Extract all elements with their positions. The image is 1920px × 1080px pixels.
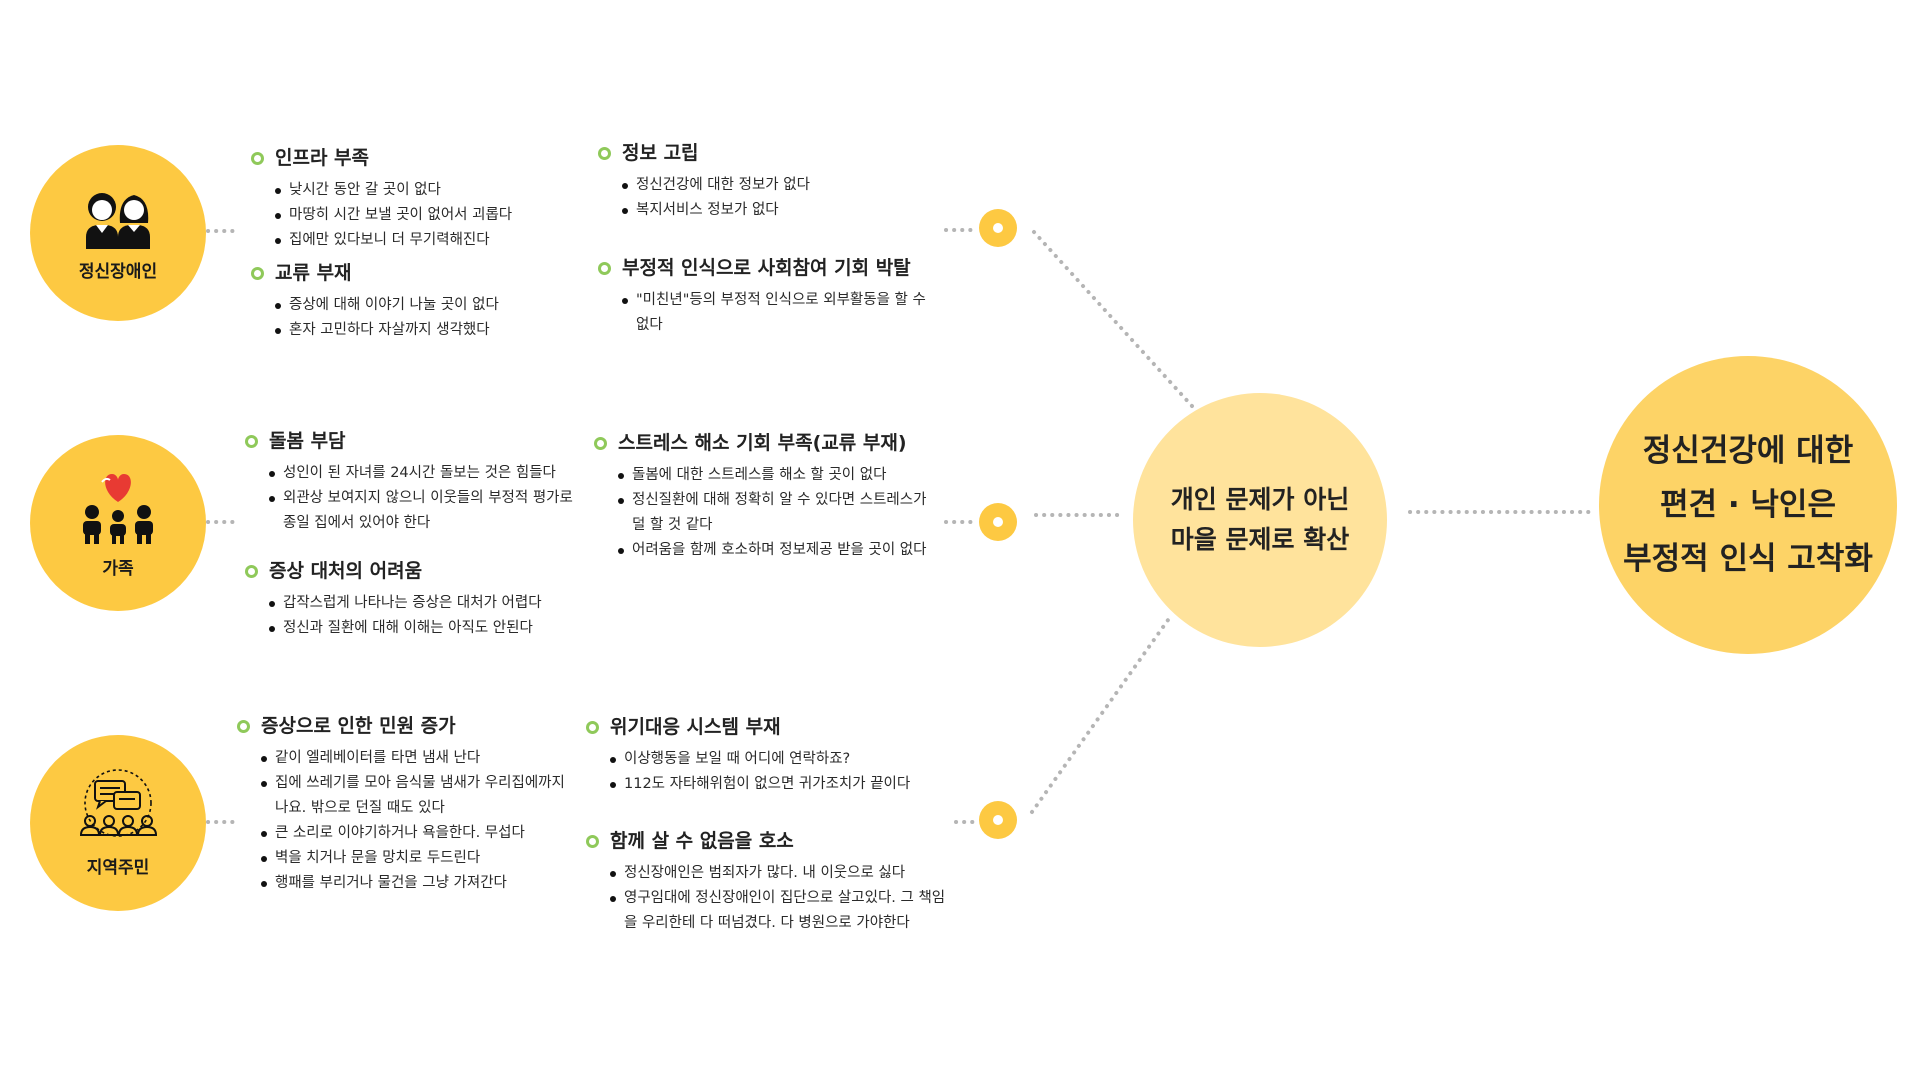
group-label: 가족	[102, 558, 134, 579]
issue-item: 정신질환에 대해 정확히 알 수 있다면 스트레스가 덜 할 것 같다	[594, 488, 944, 538]
issue-title: 증상 대처의 어려움	[245, 559, 605, 583]
issue-title: 교류 부재	[251, 261, 611, 285]
two-people-icon	[80, 185, 156, 251]
issue-item: 정신장애인은 범죄자가 많다. 내 이웃으로 싫다	[586, 861, 946, 886]
group-circle-family: 가족	[30, 435, 206, 611]
issue-block: 증상으로 인한 민원 증가 같이 엘레베이터를 타면 냄새 난다 집에 쓰레기를…	[237, 714, 567, 896]
issue-block: 정보 고립 정신건강에 대한 정보가 없다 복지서비스 정보가 없다	[598, 141, 928, 223]
issue-item: 행패를 부리거나 물건을 그냥 가져간다	[237, 871, 567, 896]
middle-text-line: 개인 문제가 아닌	[1170, 485, 1350, 514]
issue-item: 영구임대에 정신장애인이 집단으로 살고있다. 그 책임을 우리한테 다 떠넘겼…	[586, 886, 946, 936]
issue-title: 위기대응 시스템 부재	[586, 715, 936, 739]
issue-block: 위기대응 시스템 부재 이상행동을 보일 때 어디에 연락하죠? 112도 자타…	[586, 715, 936, 797]
connector-node	[979, 209, 1017, 247]
issue-item: 집에 쓰레기를 모아 음식물 냄새가 우리집에까지 나요. 밖으로 던질 때도 …	[237, 771, 567, 821]
issue-item: 같이 엘레베이터를 타면 냄새 난다	[237, 746, 567, 771]
middle-text-line: 마을 문제로 확산	[1170, 525, 1350, 554]
issue-item: 정신건강에 대한 정보가 없다	[598, 173, 928, 198]
issue-item: 외관상 보여지지 않으니 이웃들의 부정적 평가로 종일 집에서 있어야 한다	[245, 486, 585, 536]
result-text-line: 편견 · 낙인은	[1660, 487, 1836, 523]
issue-title: 정보 고립	[598, 141, 928, 165]
issue-block: 함께 살 수 없음을 호소 정신장애인은 범죄자가 많다. 내 이웃으로 싫다 …	[586, 829, 946, 936]
issue-item: 갑작스럽게 나타나는 증상은 대처가 어렵다	[245, 591, 605, 616]
issue-item: 혼자 고민하다 자살까지 생각했다	[251, 318, 611, 343]
issue-item: 돌봄에 대한 스트레스를 해소 할 곳이 없다	[594, 463, 944, 488]
group-label: 정신장애인	[78, 261, 158, 282]
group-label: 지역주민	[86, 857, 150, 878]
issue-item: 집에만 있다보니 더 무기력해진다	[251, 228, 611, 253]
issue-title: 부정적 인식으로 사회참여 기회 박탈	[598, 256, 938, 280]
community-chat-icon	[78, 768, 158, 847]
issue-title: 스트레스 해소 기회 부족(교류 부재)	[594, 431, 944, 455]
issue-item: 정신과 질환에 대해 이해는 아직도 안된다	[245, 616, 605, 641]
group-circle-patient: 정신장애인	[30, 145, 206, 321]
connector-node	[979, 503, 1017, 541]
issue-title: 인프라 부족	[251, 146, 611, 170]
result-text-line: 정신건강에 대한	[1642, 433, 1854, 469]
issue-item: 어려움을 함께 호소하며 정보제공 받을 곳이 없다	[594, 538, 944, 563]
issue-block: 스트레스 해소 기회 부족(교류 부재) 돌봄에 대한 스트레스를 해소 할 곳…	[594, 431, 944, 563]
result-text-line: 부정적 인식 고착화	[1623, 541, 1873, 577]
issue-item: 성인이 된 자녀를 24시간 돌보는 것은 힘들다	[245, 461, 585, 486]
issue-item: "미친년"등의 부정적 인식으로 외부활동을 할 수 없다	[598, 288, 938, 338]
issue-item: 낮시간 동안 갈 곳이 없다	[251, 178, 611, 203]
issue-item: 이상행동을 보일 때 어디에 연락하죠?	[586, 747, 936, 772]
group-circle-residents: 지역주민	[30, 735, 206, 911]
issue-block: 교류 부재 증상에 대해 이야기 나눌 곳이 없다 혼자 고민하다 자살까지 생…	[251, 261, 611, 343]
connector-dots	[1030, 618, 1170, 814]
connector-dots	[1032, 230, 1194, 408]
issue-block: 돌봄 부담 성인이 된 자녀를 24시간 돌보는 것은 힘들다 외관상 보여지지…	[245, 429, 585, 536]
issue-block: 인프라 부족 낮시간 동안 갈 곳이 없다 마땅히 시간 보낼 곳이 없어서 괴…	[251, 146, 611, 253]
issue-title: 함께 살 수 없음을 호소	[586, 829, 946, 853]
issue-block: 부정적 인식으로 사회참여 기회 박탈 "미친년"등의 부정적 인식으로 외부활…	[598, 256, 938, 338]
issue-item: 큰 소리로 이야기하거나 욕을한다. 무섭다	[237, 821, 567, 846]
issue-item: 마땅히 시간 보낼 곳이 없어서 괴롭다	[251, 203, 611, 228]
family-heart-icon	[78, 468, 158, 548]
issue-item: 복지서비스 정보가 없다	[598, 198, 928, 223]
middle-circle: 개인 문제가 아닌 마을 문제로 확산	[1133, 393, 1387, 647]
issue-item: 112도 자타해위험이 없으면 귀가조치가 끝이다	[586, 772, 936, 797]
issue-item: 증상에 대해 이야기 나눌 곳이 없다	[251, 293, 611, 318]
issue-title: 증상으로 인한 민원 증가	[237, 714, 567, 738]
issue-block: 증상 대처의 어려움 갑작스럽게 나타나는 증상은 대처가 어렵다 정신과 질환…	[245, 559, 605, 641]
issue-item: 벽을 치거나 문을 망치로 두드린다	[237, 846, 567, 871]
connector-node	[979, 801, 1017, 839]
issue-title: 돌봄 부담	[245, 429, 585, 453]
result-circle: 정신건강에 대한 편견 · 낙인은 부정적 인식 고착화	[1599, 356, 1897, 654]
